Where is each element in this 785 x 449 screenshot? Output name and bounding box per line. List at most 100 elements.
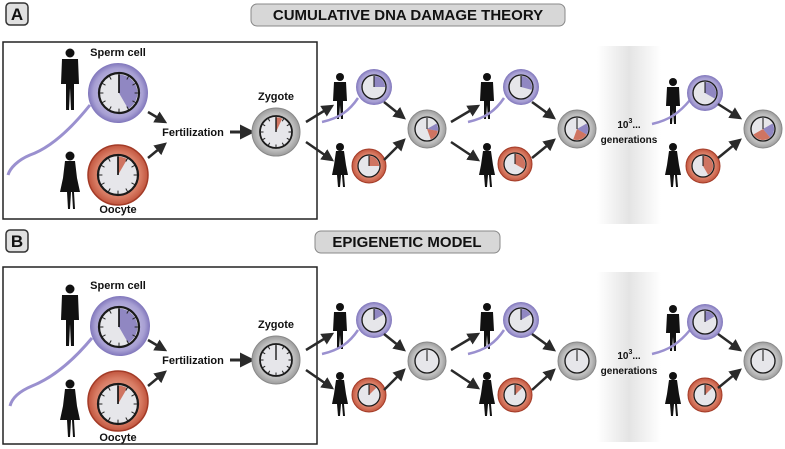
clock-tick (102, 100, 106, 103)
man-silhouette-icon (666, 305, 680, 351)
generations-band (597, 272, 661, 442)
panel-b-title: EPIGENETIC MODEL (332, 234, 481, 251)
arrow-icon (147, 370, 167, 387)
clock-tick (125, 417, 128, 421)
panel-b-letter: B (11, 232, 23, 251)
clock-sector (374, 308, 384, 320)
clock-tick (108, 387, 111, 391)
arrow-icon (450, 368, 481, 390)
clock-tick (125, 158, 128, 162)
clock-tick (126, 76, 129, 80)
clock-sector (369, 155, 380, 166)
clock-sector (705, 310, 715, 322)
clock-icon (750, 348, 776, 374)
clock-tick (281, 370, 285, 374)
clock-icon (508, 74, 534, 100)
arrow-icon (717, 368, 742, 389)
man-silhouette-icon (61, 284, 79, 346)
clock-tick (262, 365, 266, 369)
clock-icon (414, 348, 440, 374)
clock-tick (126, 340, 129, 344)
clock-sector (427, 129, 438, 140)
clock-tick (286, 351, 290, 355)
clock-tick (131, 411, 135, 414)
man-silhouette-icon (333, 303, 347, 349)
clock-tick (131, 182, 135, 185)
man-silhouette-icon (61, 48, 79, 110)
arrow-icon (531, 368, 556, 391)
clock-icon (361, 74, 387, 100)
clock-icon (259, 115, 293, 149)
clock-tick (109, 310, 112, 314)
panel-a-title-box (250, 3, 566, 27)
clock-icon (691, 154, 715, 178)
clock-tick (101, 165, 105, 168)
woman-silhouette-icon (479, 143, 495, 187)
clock-tick (101, 411, 105, 414)
clock-icon (357, 154, 381, 178)
clock-sector (515, 153, 526, 170)
arrow-icon (450, 104, 481, 124)
clock-icon (692, 309, 718, 335)
clock-sector (276, 117, 283, 132)
clock-sector (374, 75, 386, 87)
clock-tick (102, 334, 106, 337)
clock-sector (705, 81, 717, 99)
arrow-icon (450, 332, 481, 352)
clock-sector (118, 156, 128, 175)
generations-count: 103... (617, 349, 641, 362)
zygote-label: Zygote (258, 319, 294, 331)
clock-icon (503, 152, 527, 176)
clock-tick (101, 394, 105, 397)
clock-tick (126, 310, 129, 314)
clock-tick (286, 365, 290, 369)
clock-tick (262, 137, 266, 141)
clock-sector (119, 74, 138, 109)
clock-tick (281, 118, 285, 122)
panel-a: A CUMULATIVE DNA DAMAGE THEORY Sperm cel… (2, 2, 783, 224)
clock-tick (109, 76, 112, 80)
arrow-icon (717, 138, 742, 159)
clock-tick (101, 182, 105, 185)
clock-sector (119, 308, 138, 343)
clock-tick (267, 370, 271, 374)
woman-silhouette-icon (60, 151, 80, 209)
arrow-icon (383, 333, 406, 352)
clock-sector (577, 123, 589, 135)
clock-tick (131, 394, 135, 397)
clock-icon (96, 153, 140, 197)
woman-silhouette-icon (665, 372, 681, 416)
fertilization-label: Fertilization (162, 127, 224, 139)
woman-silhouette-icon (665, 143, 681, 187)
arrow-icon (147, 142, 167, 159)
clock-sector (705, 384, 713, 395)
panel-a-letter-box (5, 2, 29, 26)
clock-sector (521, 75, 533, 90)
clock-tick (262, 123, 266, 127)
clock-tick (281, 346, 285, 350)
clock-icon (96, 382, 140, 426)
generations-label: generations (601, 366, 658, 377)
clock-icon (750, 116, 776, 142)
clock-tick (132, 334, 136, 337)
clock-tick (286, 123, 290, 127)
clock-icon (503, 383, 527, 407)
clock-icon (361, 307, 387, 333)
oocyte-label: Oocyte (99, 204, 136, 216)
zygote-label: Zygote (258, 91, 294, 103)
woman-silhouette-icon (60, 379, 80, 437)
clock-tick (131, 165, 135, 168)
clock-sector (515, 384, 523, 395)
clock-sector (703, 155, 714, 175)
clock-tick (281, 142, 285, 146)
clock-icon (693, 383, 717, 407)
clock-tick (108, 158, 111, 162)
arrow-icon (531, 100, 557, 120)
arrow-icon (450, 140, 481, 162)
woman-silhouette-icon (332, 143, 348, 187)
clock-tick (132, 83, 136, 86)
clock-icon (564, 116, 590, 142)
arrow-icon (305, 104, 335, 124)
